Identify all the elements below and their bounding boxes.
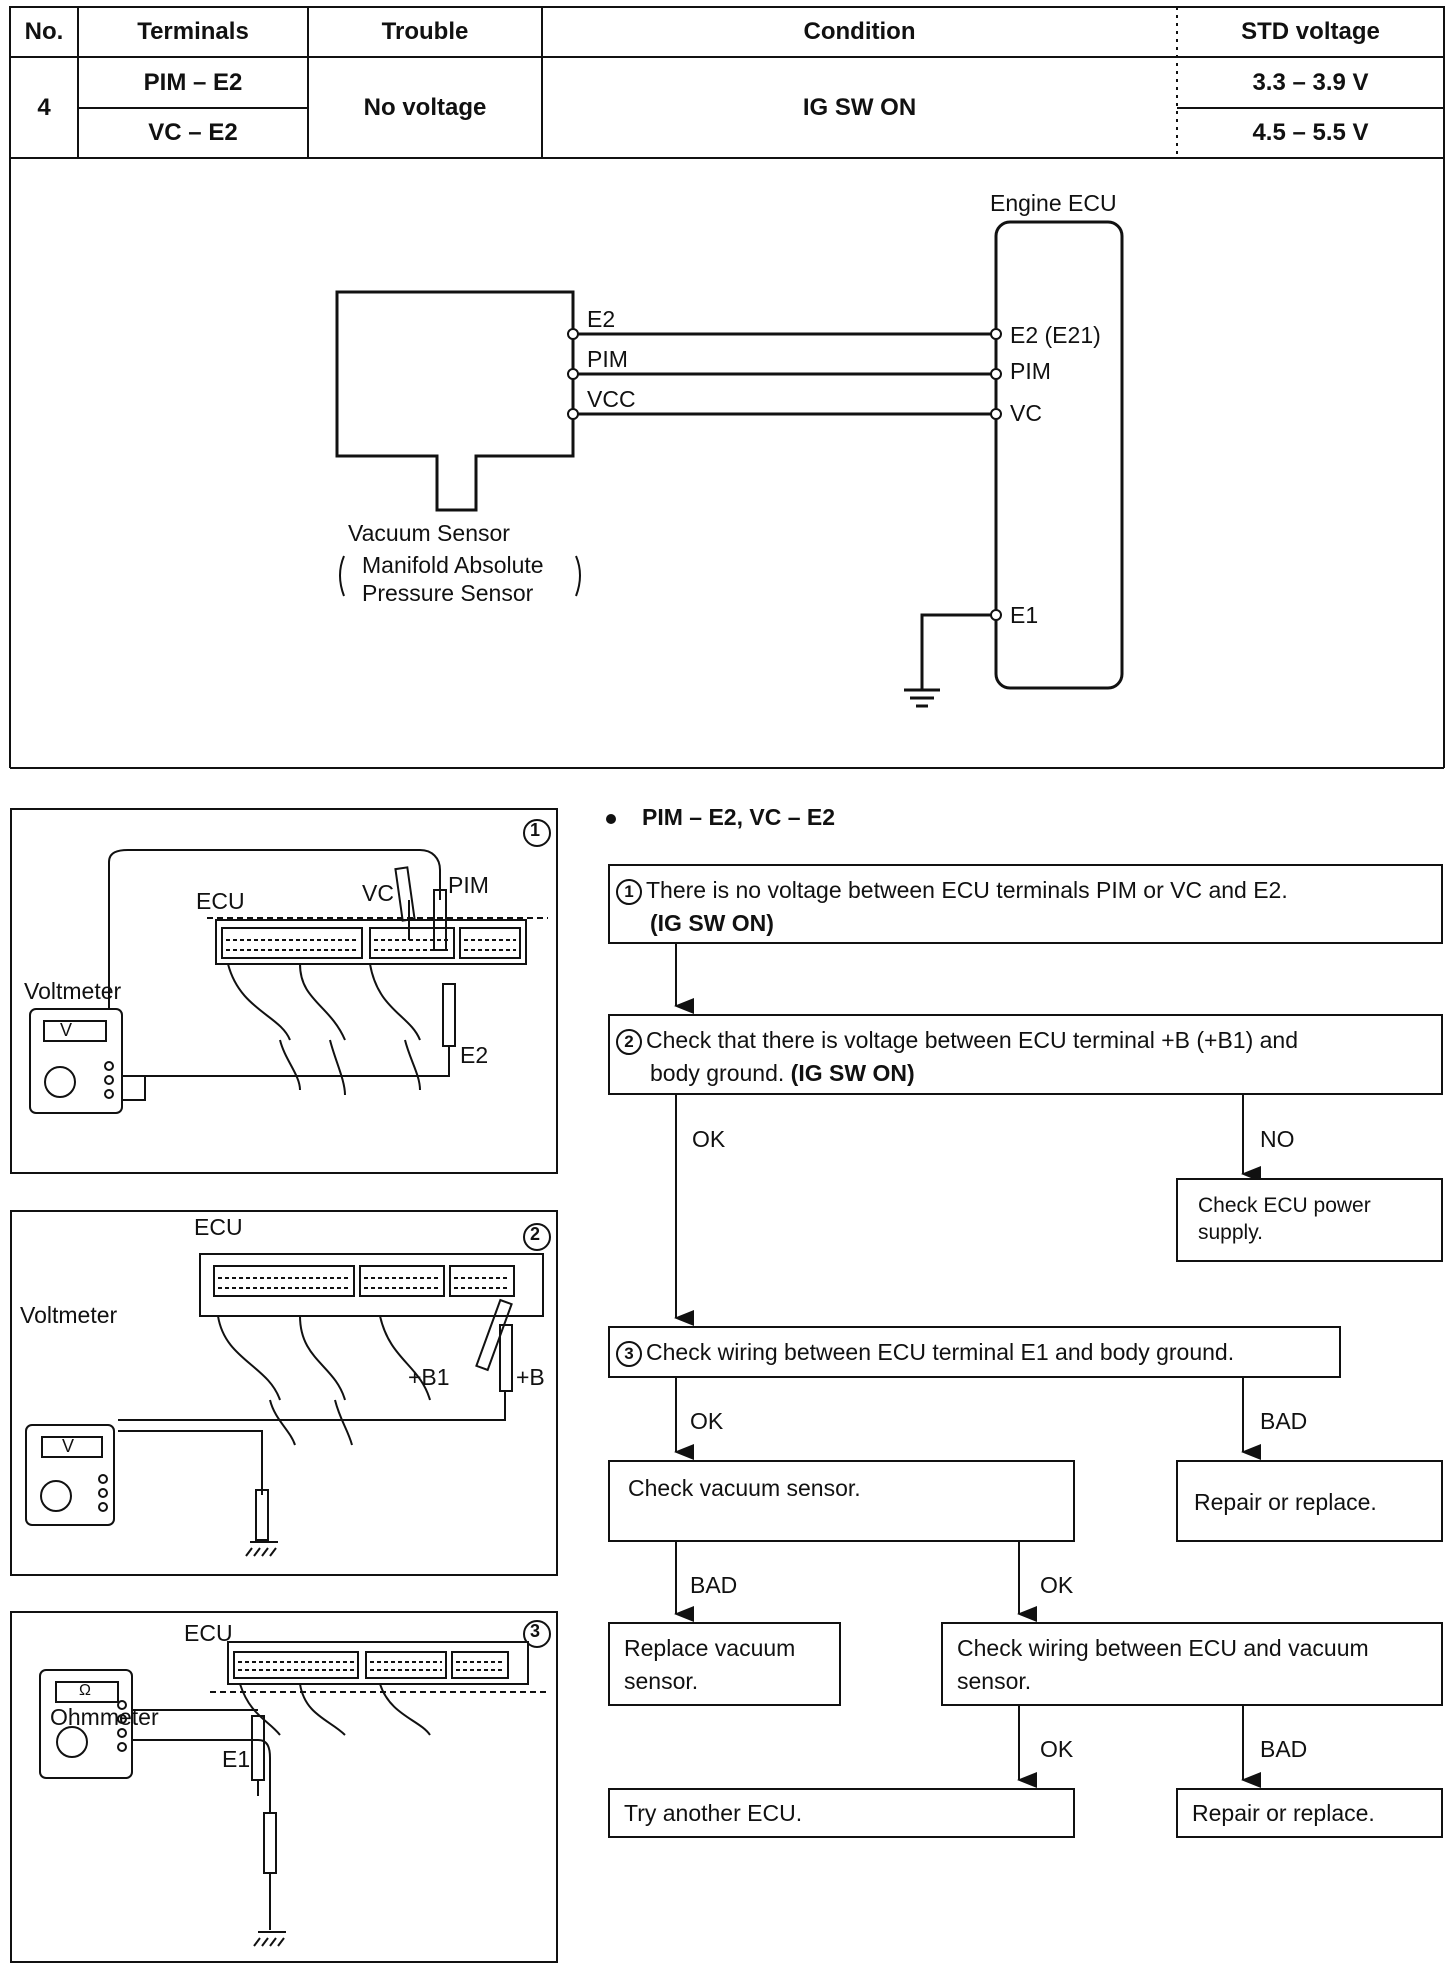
label-ok-3: OK <box>1040 1572 1074 1598</box>
bullet-icon <box>606 813 616 824</box>
sensor-pin-vcc: VCC <box>587 386 636 412</box>
flow-check-power: Check ECU power supply. <box>1176 1178 1443 1262</box>
label-ok-2: OK <box>690 1408 724 1434</box>
header-trouble: Trouble <box>381 18 469 45</box>
illustration-3-meter-label: Ohmmeter <box>50 1704 159 1730</box>
step-3-text: Check wiring between ECU terminal E1 and… <box>646 1339 1235 1365</box>
illustration-3-meter-symbol: Ω <box>79 1682 91 1699</box>
step-2-text-b: body ground. <box>650 1060 785 1086</box>
vacuum-sensor-label: Vacuum Sensor <box>348 520 510 546</box>
repair-2-text: Repair or replace. <box>1192 1800 1375 1826</box>
step-1-text: There is no voltage between ECU terminal… <box>646 877 1288 903</box>
illustration-2-ecu-label: ECU <box>194 1214 243 1240</box>
illustration-3-ecu-label: ECU <box>184 1620 233 1646</box>
header-condition: Condition <box>803 18 916 45</box>
engine-ecu-label: Engine ECU <box>990 190 1117 216</box>
illustration-1-ecu-label: ECU <box>196 888 245 914</box>
label-no: NO <box>1260 1126 1295 1152</box>
illustration-2-meter-symbol: V <box>62 1436 75 1456</box>
illustration-3-frame <box>10 1611 558 1963</box>
sensor-pin-e2: E2 <box>587 306 616 332</box>
illustration-2-probe-b: +B <box>516 1364 545 1390</box>
illustration-2-frame <box>10 1210 558 1576</box>
try-ecu-text: Try another ECU. <box>624 1800 803 1826</box>
table-lines <box>9 6 1445 159</box>
illustration-1-meter-label: Voltmeter <box>24 978 122 1004</box>
illustration-1-frame <box>10 808 558 1174</box>
illustration-1-number: 1 <box>530 820 541 840</box>
header-terminals: Terminals <box>137 18 249 45</box>
flow-repair-1: Repair or replace. <box>1176 1460 1443 1542</box>
condition-value: IG SW ON <box>802 93 917 121</box>
illustration-3-probe-e1: E1 <box>222 1746 251 1772</box>
terminal-pim-e2: PIM – E2 <box>143 68 243 96</box>
replace-sensor-text: Replace vacuum sensor. <box>624 1635 796 1694</box>
illustration-1-meter-symbol: V <box>60 1020 73 1040</box>
illustration-2-number: 2 <box>530 1224 541 1244</box>
header-no: No. <box>24 18 64 45</box>
step-2-condition: (IG SW ON) <box>790 1060 915 1086</box>
row-no: 4 <box>37 93 51 121</box>
step-1-condition: (IG SW ON) <box>650 910 774 936</box>
illustration-1-probe-vc: VC <box>362 880 394 906</box>
label-bad-1: BAD <box>1260 1408 1308 1434</box>
ecu-pin-e1: E1 <box>1010 602 1039 628</box>
illustration-3-number: 3 <box>530 1621 541 1641</box>
sensor-subtitle-2: Pressure Sensor <box>362 580 534 606</box>
repair-1-text: Repair or replace. <box>1194 1489 1377 1515</box>
sensor-pin-pim: PIM <box>587 346 628 372</box>
check-wiring-text: Check wiring between ECU and vacuum sens… <box>957 1635 1369 1694</box>
flow-try-ecu: Try another ECU. <box>608 1788 1075 1838</box>
illustration-1-probe-e2: E2 <box>460 1042 489 1068</box>
terminal-vc-e2: VC – E2 <box>148 119 238 146</box>
ecu-pin-e2: E2 (E21) <box>1010 322 1101 348</box>
illustrations <box>10 808 558 1963</box>
vacuum-sensor-body <box>335 290 575 512</box>
flow-heading: PIM – E2, VC – E2 <box>606 804 835 831</box>
std-voltage-2: 4.5 – 5.5 V <box>1252 119 1369 146</box>
flow-heading-text: PIM – E2, VC – E2 <box>642 804 836 830</box>
step-2-text-a: Check that there is voltage between ECU … <box>646 1027 1299 1053</box>
flow-check-wiring: Check wiring between ECU and vacuum sens… <box>941 1622 1443 1706</box>
label-bad-3: BAD <box>1260 1736 1308 1762</box>
sensor-subtitle-1: Manifold Absolute <box>362 552 544 578</box>
header-std-voltage: STD voltage <box>1241 18 1380 45</box>
check-sensor-text: Check vacuum sensor. <box>628 1475 861 1501</box>
illustration-2-probe-b1: +B1 <box>408 1364 450 1390</box>
trouble-value: No voltage <box>363 93 487 121</box>
flow-check-sensor: Check vacuum sensor. <box>608 1460 1075 1542</box>
step-3-number: 3 <box>616 1340 642 1367</box>
step-1-number: 1 <box>616 878 642 905</box>
step-2-number: 2 <box>616 1028 642 1055</box>
flow-replace-sensor: Replace vacuum sensor. <box>608 1622 841 1706</box>
ecu-pin-vc: VC <box>1010 400 1042 426</box>
label-bad-2: BAD <box>690 1572 738 1598</box>
std-voltage-1: 3.3 – 3.9 V <box>1252 68 1369 96</box>
circuit-diagram <box>9 158 1445 769</box>
illustration-1-probe-pim: PIM <box>448 872 489 898</box>
check-power-text: Check ECU power supply. <box>1198 1194 1371 1244</box>
illustration-2-meter-label: Voltmeter <box>20 1302 118 1328</box>
label-ok-1: OK <box>692 1126 726 1152</box>
engine-ecu-box <box>994 220 1124 690</box>
flow-repair-2: Repair or replace. <box>1176 1788 1443 1838</box>
ecu-pin-pim: PIM <box>1010 358 1051 384</box>
label-ok-4: OK <box>1040 1736 1074 1762</box>
